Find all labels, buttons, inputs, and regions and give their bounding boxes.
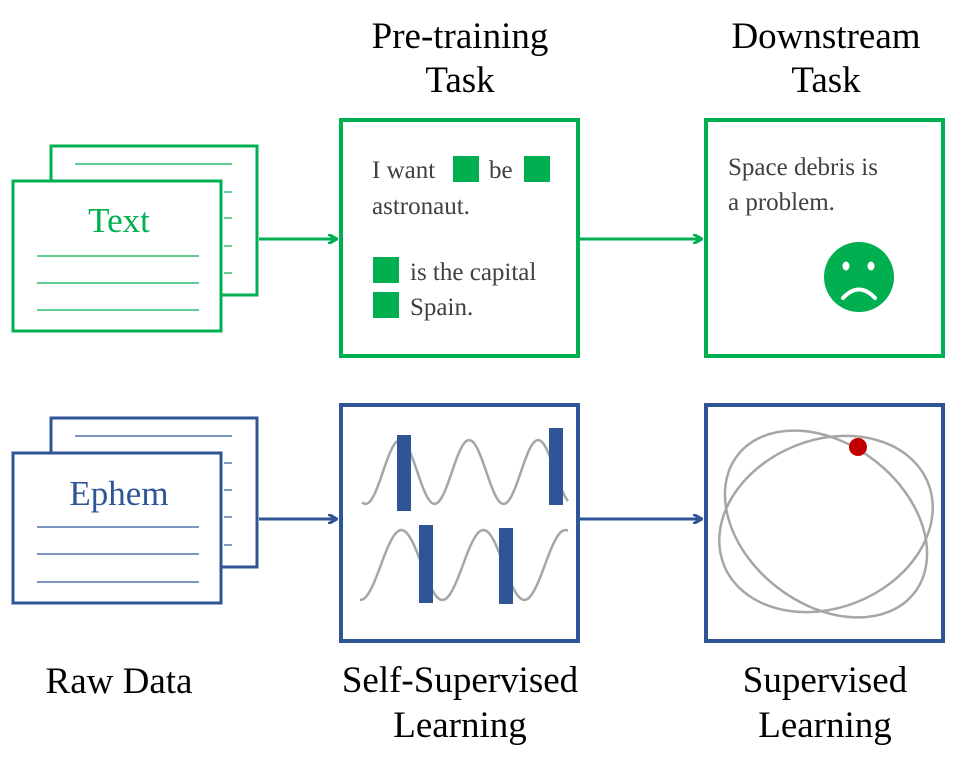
text-pretrain-box: I want be astronaut. is the capital Spai… [339,118,580,358]
masked-segment [499,528,513,604]
raw-data-label: Raw Data [46,661,193,702]
sl-label-line2: Learning [758,705,892,746]
sl-label: Supervised Learning [743,660,908,746]
text-document-title: Text [88,201,150,240]
pretraining-header: Pre-training Task [372,16,549,101]
sine-wave-bottom [359,528,569,602]
masked-sentence-2-start: is the capital [410,259,536,286]
masked-segment [549,428,563,505]
ssl-label: Self-Supervised Learning [342,660,579,746]
ephem-pretrain-box [339,403,580,643]
text-downstream-box: Space debris is a problem. [704,118,945,358]
sl-label-line1: Supervised [743,660,908,701]
mask-token [373,257,399,283]
space-object-dot [849,438,867,456]
text-documents: Text [11,144,259,333]
downstream-header: Downstream Task [731,16,920,101]
orbit-path [723,429,929,619]
downstream-header-line2: Task [791,60,861,101]
ephem-documents: Ephem [11,416,259,605]
masked-sentence-1-mid: be [489,157,513,184]
masked-sentence-1-start: I want [372,157,435,184]
downstream-sentence-line1: Space debris is [728,154,878,181]
sine-wave-top [361,438,570,506]
masked-segment [397,435,411,511]
pretraining-header-line1: Pre-training [372,16,549,57]
masked-segment [419,525,433,603]
downstream-sentence-line2: a problem. [728,189,835,216]
mask-token [453,156,479,182]
ephem-downstream-box [704,403,945,643]
sad-face-icon [824,242,894,312]
pretraining-header-line2: Task [425,60,495,101]
mask-token [524,156,550,182]
masked-sentence-1-end: astronaut. [372,193,470,220]
ephem-document-title: Ephem [69,474,168,513]
ephem-document-front [11,451,223,605]
orbit-path [718,434,934,614]
mask-token [373,292,399,318]
masked-sentence-2-end: Spain. [410,294,473,321]
downstream-header-line1: Downstream [731,16,920,57]
ssl-label-line1: Self-Supervised [342,660,579,701]
ssl-label-line2: Learning [393,705,527,746]
